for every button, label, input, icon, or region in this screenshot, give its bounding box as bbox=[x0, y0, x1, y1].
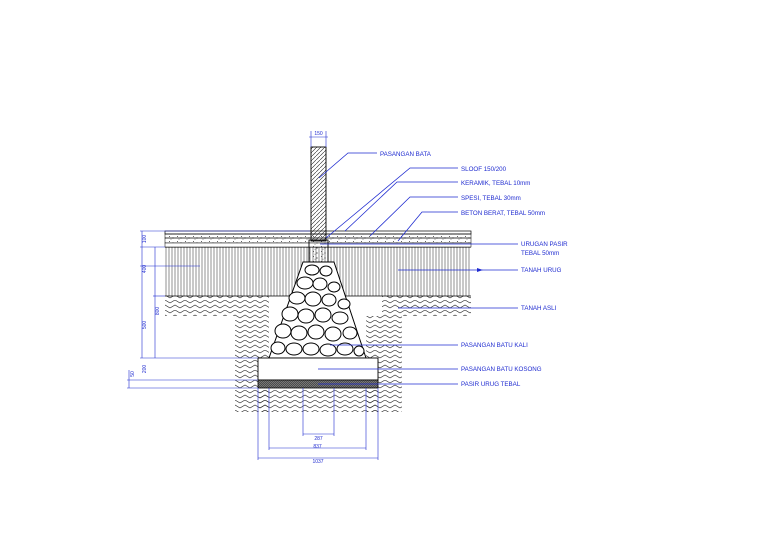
label-pasir-urug: PASIR URUG TEBAL bbox=[461, 381, 521, 388]
dim-wall-width: 150 bbox=[314, 131, 323, 137]
trench-soil-under bbox=[258, 388, 378, 412]
dim-floor-total: 100 bbox=[142, 235, 148, 244]
label-urugan-pasir-1: URUGAN PASIR bbox=[521, 241, 568, 248]
tanah-asli-left bbox=[165, 296, 269, 316]
label-urugan-pasir-2: TEBAL 50mm bbox=[521, 250, 559, 257]
tanah-asli-right bbox=[382, 296, 471, 316]
dim-mid-width: 837 bbox=[313, 444, 322, 450]
label-spesi: SPESI, TEBAL 30mm bbox=[461, 195, 521, 202]
label-sloof: SLOOF 150/200 bbox=[461, 166, 507, 173]
dim-top-width: 287 bbox=[314, 436, 323, 442]
left-dimensions: 100 400 800 500 200 50 bbox=[127, 230, 310, 389]
dim-depth-d: 50 bbox=[130, 371, 136, 377]
batu-kali-foundation bbox=[268, 261, 367, 359]
sloof-beam bbox=[308, 239, 329, 263]
label-tanah-asli: TANAH ASLI bbox=[521, 305, 557, 312]
dim-depth-a: 800 bbox=[155, 307, 161, 316]
bottom-dimensions: 287 837 1037 bbox=[257, 388, 379, 465]
dim-depth-b: 500 bbox=[142, 321, 148, 330]
label-beton-berat: BETON BERAT, TEBAL 50mm bbox=[461, 210, 545, 217]
label-tanah-urug: TANAH URUG bbox=[521, 267, 562, 274]
label-keramik: KERAMIK, TEBAL 10mm bbox=[461, 180, 530, 187]
top-dimension: 150 bbox=[309, 131, 328, 147]
dim-fill-depth: 400 bbox=[142, 265, 148, 274]
pasangan-bata-wall bbox=[310, 146, 327, 242]
annotation-labels: PASANGAN BATA SLOOF 150/200 KERAMIK, TEB… bbox=[380, 151, 568, 388]
label-pasangan-batu-kosong: PASANGAN BATU KOSONG bbox=[461, 366, 542, 373]
dim-depth-c: 200 bbox=[142, 365, 148, 374]
label-pasangan-batu-kali: PASANGAN BATU KALI bbox=[461, 342, 528, 349]
dim-base-width: 1037 bbox=[312, 459, 323, 465]
leader-lines bbox=[318, 152, 518, 385]
label-pasangan-bata: PASANGAN BATA bbox=[380, 151, 432, 158]
